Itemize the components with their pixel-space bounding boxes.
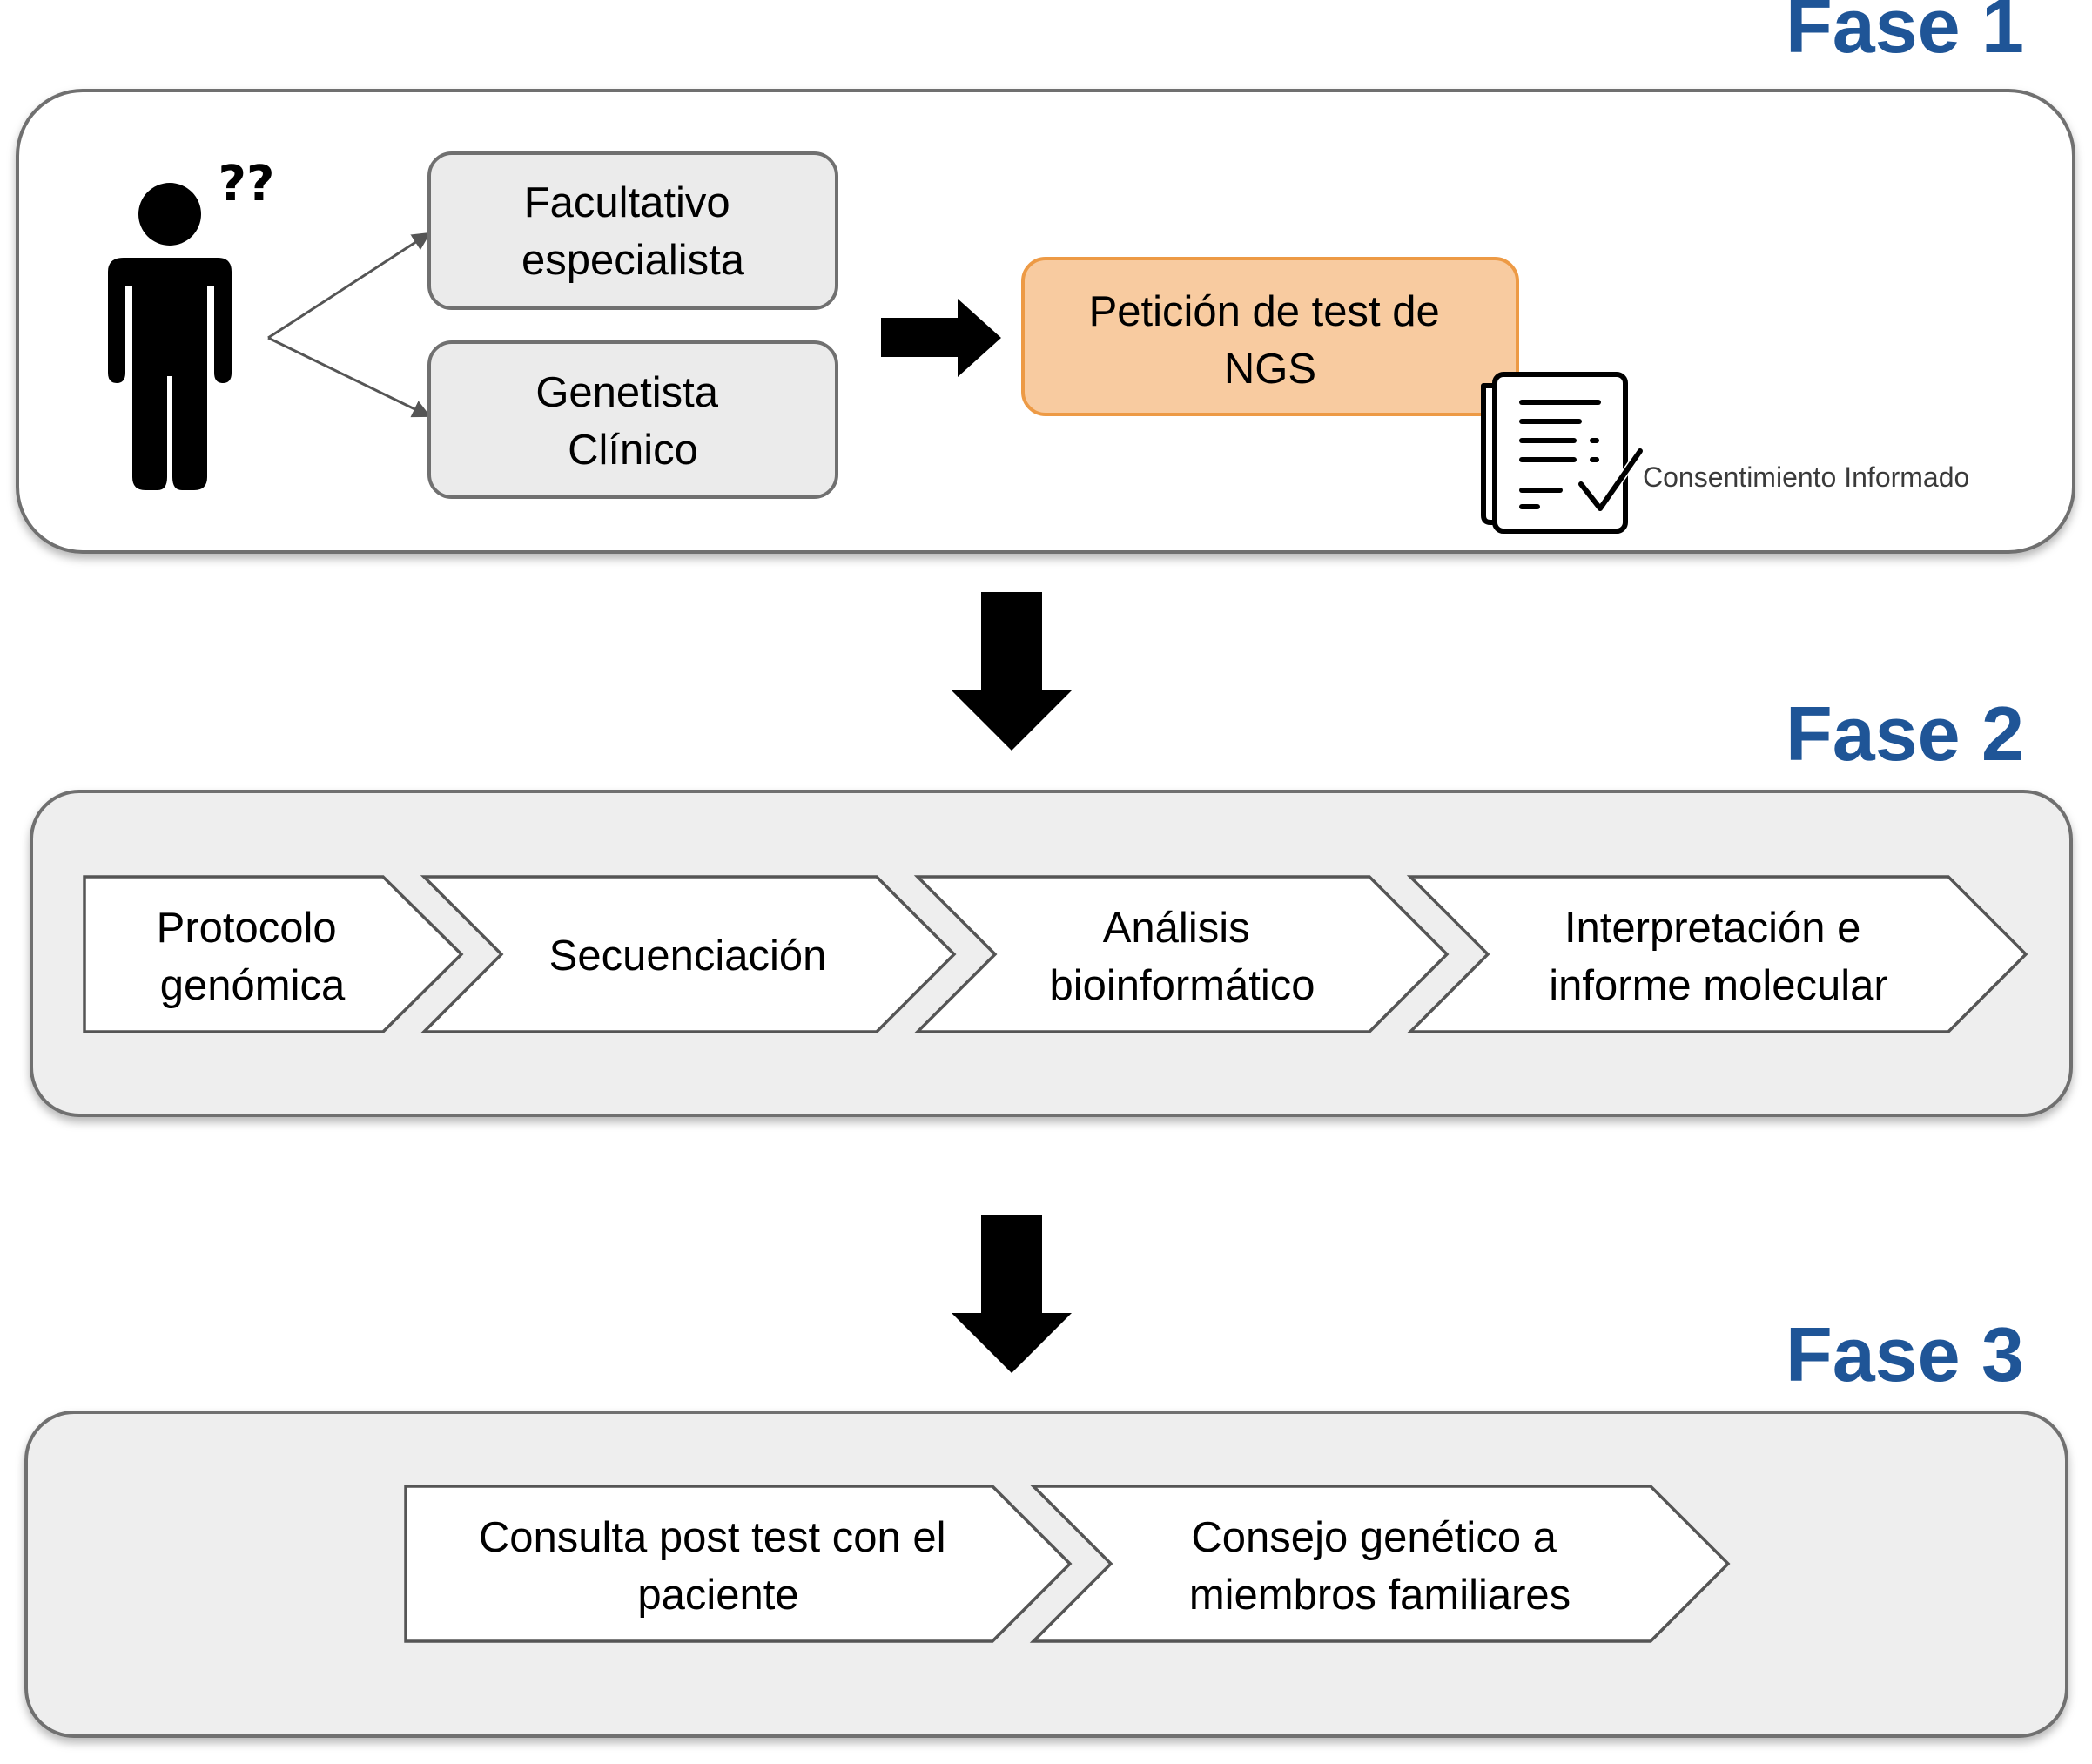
- chevron-step-post-test: [404, 1485, 1073, 1643]
- doctor-label-line-1: Facultativo: [524, 179, 730, 226]
- step-bioinformatics-line-2: bioinformático: [1049, 962, 1315, 1009]
- step-protocol-label: Protocolo genómica: [157, 905, 349, 1009]
- phase2-title: Fase 2: [1786, 690, 2024, 777]
- step-bioinformatics-line-1: Análisis: [1103, 905, 1250, 952]
- step-interpretation-label: Interpretación e informe molecular: [1549, 905, 1887, 1009]
- ngs-request-label: Petición de test de NGS: [1089, 288, 1452, 393]
- doctor-label-line-2: especialista: [521, 237, 745, 284]
- geneticist-label-line-1: Genetista: [535, 369, 718, 416]
- consent-label: Consentimiento Informado: [1643, 461, 1969, 493]
- branch-arrow-up: [267, 232, 431, 340]
- step-post-test-line-2: paciente: [637, 1572, 798, 1619]
- question-marks: ??: [219, 156, 275, 212]
- document-check-icon: [1481, 372, 1645, 534]
- chevron-step-3: [913, 875, 1450, 1033]
- branch-arrow-down: [267, 336, 431, 418]
- step-sequencing-line-1: Secuenciación: [549, 932, 827, 980]
- phase3-chevrons: [404, 1485, 1731, 1643]
- phase2-chevrons: [83, 875, 2028, 1033]
- geneticist-box: [427, 340, 838, 499]
- geneticist-label: Genetista Clínico: [535, 369, 730, 474]
- step-family-counseling-label: Consejo genético a miembros familiares: [1189, 1514, 1571, 1619]
- step-interpretation-line-1: Interpretación e: [1564, 905, 1861, 952]
- step-post-test-line-1: Consulta post test con el: [479, 1514, 946, 1561]
- step-protocol-line-2: genómica: [160, 962, 346, 1009]
- step-post-test-label: Consulta post test con el paciente: [479, 1514, 958, 1619]
- chevron-step-family-counseling: [1029, 1485, 1731, 1643]
- geneticist-label-line-2: Clínico: [568, 427, 698, 474]
- step-protocol-line-1: Protocolo: [157, 905, 337, 952]
- step-family-counseling-line-2: miembros familiares: [1189, 1572, 1571, 1619]
- step-interpretation-line-2: informe molecular: [1549, 962, 1887, 1009]
- chevron-step-4: [1406, 875, 2028, 1033]
- step-family-counseling-line-1: Consejo genético a: [1191, 1514, 1557, 1561]
- chevron-step-2: [420, 875, 957, 1033]
- doctor-box: [427, 151, 838, 310]
- right-arrow: [881, 299, 1001, 377]
- doctor-label: Facultativo especialista: [521, 179, 745, 284]
- down-arrow-2: [952, 1215, 1072, 1373]
- ngs-request-box: [1021, 257, 1519, 416]
- ngs-request-line-1: Petición de test de: [1089, 288, 1440, 335]
- person-icon: [108, 183, 232, 490]
- ngs-request-line-2: NGS: [1224, 346, 1316, 393]
- down-arrow-1: [952, 592, 1072, 751]
- phase1-title: Fase 1: [1786, 0, 2024, 69]
- step-bioinformatics-label: Análisis bioinformático: [1049, 905, 1315, 1009]
- chevron-step-1: [83, 875, 464, 1033]
- step-sequencing-label: Secuenciación: [549, 932, 827, 980]
- phase3-title: Fase 3: [1786, 1311, 2024, 1397]
